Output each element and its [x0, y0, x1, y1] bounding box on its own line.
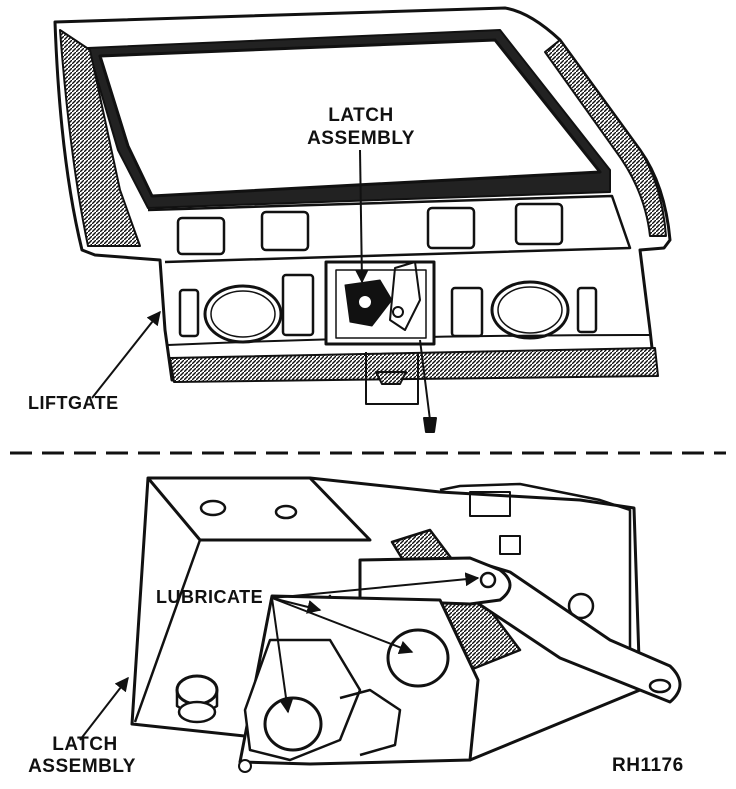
top-latch-label-line2: ASSEMBLY [307, 128, 415, 149]
latch-detail-illustration [130, 476, 682, 773]
liftgate-illustration [53, 6, 672, 433]
bottom-latch-label-line1: LATCH [52, 734, 118, 755]
liftgate-leader-line [91, 310, 161, 399]
figure-code: RH1176 [612, 755, 684, 776]
liftgate-label: LIFTGATE [28, 393, 119, 413]
top-latch-label-line1: LATCH [328, 105, 394, 126]
bottom-latch-leader-line [79, 676, 129, 741]
bottom-latch-label-line2: ASSEMBLY [28, 756, 136, 777]
latch-leader-line [354, 149, 369, 284]
lubricate-label: LUBRICATE [156, 587, 264, 607]
lubricate-leader-lines [271, 572, 480, 714]
